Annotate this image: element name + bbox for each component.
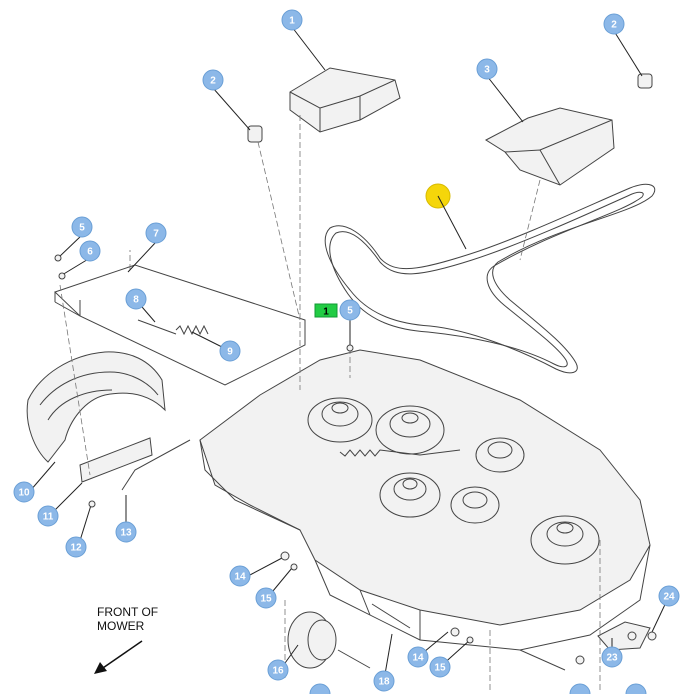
belt-cover-left (289, 67, 401, 133)
spring (175, 324, 209, 336)
front-note-line-1: FRONT OF (97, 605, 158, 619)
knob-left (247, 125, 263, 143)
callout-1: 1 (281, 9, 303, 31)
callout-2: 2 (202, 69, 224, 91)
callout-14: 14 (407, 646, 429, 668)
callout-label: 2 (611, 20, 617, 31)
callout-label: 8 (133, 295, 139, 306)
callout-label: 14 (234, 572, 246, 583)
drive-belt (324, 183, 656, 374)
pulley-2 (375, 405, 445, 455)
callout-8: 8 (125, 288, 147, 310)
front-of-mower-note: FRONT OF MOWER (94, 605, 158, 674)
callout-13: 13 (115, 521, 137, 543)
callout-label: 23 (606, 653, 618, 664)
callout-label: 1 (289, 16, 295, 27)
pulley-6 (530, 515, 600, 565)
green-marker: 1 (314, 303, 338, 318)
callout-label: 15 (260, 594, 272, 605)
front-arrow-icon (94, 640, 143, 674)
callout-label: 16 (272, 666, 284, 677)
pulley-5 (450, 486, 500, 524)
axle-bolt (337, 649, 371, 669)
callout-label: 5 (347, 306, 353, 317)
pin (137, 319, 177, 335)
callout-3: 3 (476, 58, 498, 80)
callout-label: 10 (18, 488, 30, 499)
rod (121, 439, 191, 491)
front-note-line-2: MOWER (97, 619, 145, 633)
callout-partial (625, 683, 647, 699)
callout-label: 15 (434, 663, 446, 674)
callout-label: 24 (663, 592, 675, 603)
belt-cover-right (484, 107, 615, 186)
anti-scalp-wheel (287, 611, 337, 669)
callout-partial (309, 683, 331, 699)
pulley-4 (379, 472, 441, 518)
callout-partial (569, 683, 591, 699)
callout-label: 13 (120, 528, 132, 539)
pulley-1 (307, 397, 373, 443)
discharge-chute (26, 351, 166, 483)
tensioner-spring (339, 449, 461, 457)
green-marker-label: 1 (323, 307, 329, 318)
callout-label: 6 (87, 247, 93, 258)
callout-11: 11 (37, 505, 59, 527)
callout-label: 2 (210, 76, 216, 87)
callout-label: 18 (378, 677, 390, 688)
callout-15: 15 (429, 656, 451, 678)
callout-5: 5 (71, 216, 93, 238)
pulley-3 (475, 437, 525, 473)
mount-bracket (597, 621, 651, 651)
callouts: 1 2 2 3 5 6 7 5 8 9 10 11 12 13 14 15 16… (13, 9, 680, 699)
callout-7: 7 (145, 222, 167, 244)
callout-label: 3 (484, 65, 490, 76)
callout-10: 10 (13, 481, 35, 503)
callout-label: 12 (70, 543, 82, 554)
rear-bolt (519, 649, 566, 671)
callout-label: 9 (227, 347, 233, 358)
knob-right (637, 73, 653, 89)
wheel-bolt (371, 603, 411, 629)
callout-24: 24 (658, 585, 680, 607)
callout-label: 5 (79, 223, 85, 234)
callout-18: 18 (373, 670, 395, 692)
callout-16: 16 (267, 659, 289, 681)
callout-2: 2 (603, 13, 625, 35)
callout-23: 23 (601, 646, 623, 668)
callout-6: 6 (79, 240, 101, 262)
callout-5: 5 (339, 299, 361, 321)
callout-label: 11 (43, 512, 54, 523)
hardware (54, 254, 657, 665)
callout-14: 14 (229, 565, 251, 587)
callout-15: 15 (255, 587, 277, 609)
callout-label: 7 (153, 229, 159, 240)
callout-12: 12 (65, 536, 87, 558)
callout-label: 14 (412, 653, 424, 664)
callout-9: 9 (219, 340, 241, 362)
